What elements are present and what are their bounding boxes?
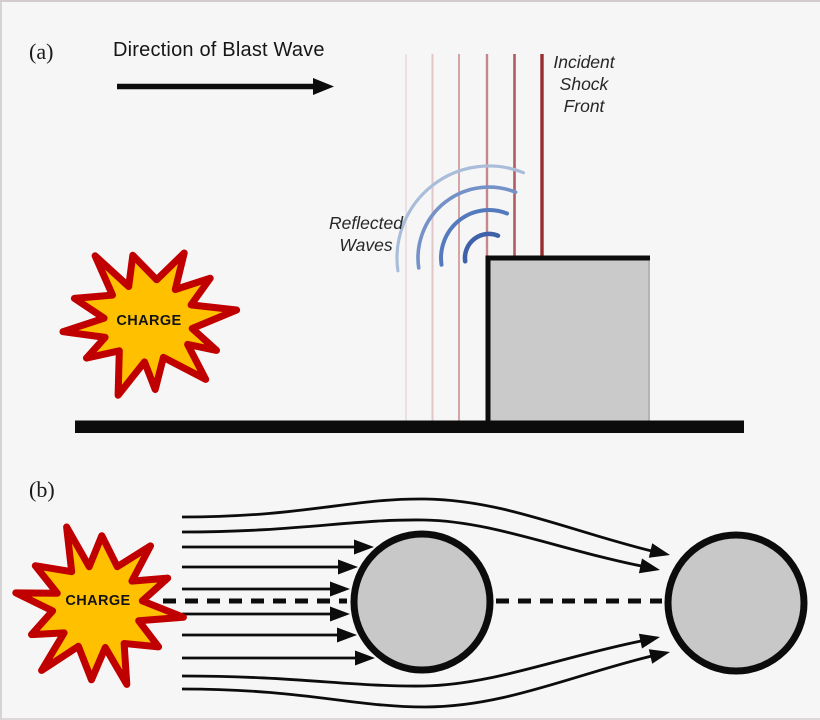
streamline-curved <box>181 497 657 554</box>
flow-arrowhead <box>338 559 358 575</box>
label-line: Waves <box>339 235 393 255</box>
streamline-curved <box>181 638 647 688</box>
label-line: Front <box>563 96 605 116</box>
flow-arrowhead <box>330 581 350 597</box>
label-line: Incident <box>553 52 615 72</box>
label-line: Reflected <box>329 213 403 233</box>
reflected-wave-arc <box>462 231 501 264</box>
flow-arrowhead <box>648 543 670 558</box>
charge-b-label: CHARGE <box>65 593 131 609</box>
charge-starburst-a <box>59 249 241 399</box>
ground-line <box>75 420 744 433</box>
streamline-curved <box>181 653 657 709</box>
incident-shock-front-label: Incident Shock Front <box>536 51 632 117</box>
flow-arrowhead <box>354 539 374 555</box>
streamline-curved <box>181 518 647 569</box>
cylinder-circle <box>350 530 494 674</box>
blast-direction-arrow-head <box>313 78 334 95</box>
flow-arrowhead <box>648 649 670 664</box>
cylinder-circle <box>664 531 808 675</box>
flow-arrowhead <box>638 558 660 574</box>
flow-arrowhead <box>330 606 350 622</box>
charge-starburst-b <box>12 523 187 688</box>
label-line: Shock <box>559 74 609 94</box>
reflected-wave-arc <box>439 208 509 267</box>
structure-box-border <box>485 255 650 422</box>
flow-arrowhead <box>355 650 375 666</box>
flow-arrowhead <box>638 633 660 649</box>
panel-b-label: (b) <box>29 477 55 502</box>
reflected-wave-arc <box>416 185 518 270</box>
reflected-waves-label: Reflected Waves <box>316 212 416 256</box>
flow-arrowhead <box>337 627 357 643</box>
panel-a-label: (a) <box>29 39 54 64</box>
blast-direction-title: Direction of Blast Wave <box>113 39 325 61</box>
charge-a-label: CHARGE <box>116 313 182 329</box>
reflected-wave-arc <box>395 164 526 273</box>
structure-box <box>488 258 650 422</box>
